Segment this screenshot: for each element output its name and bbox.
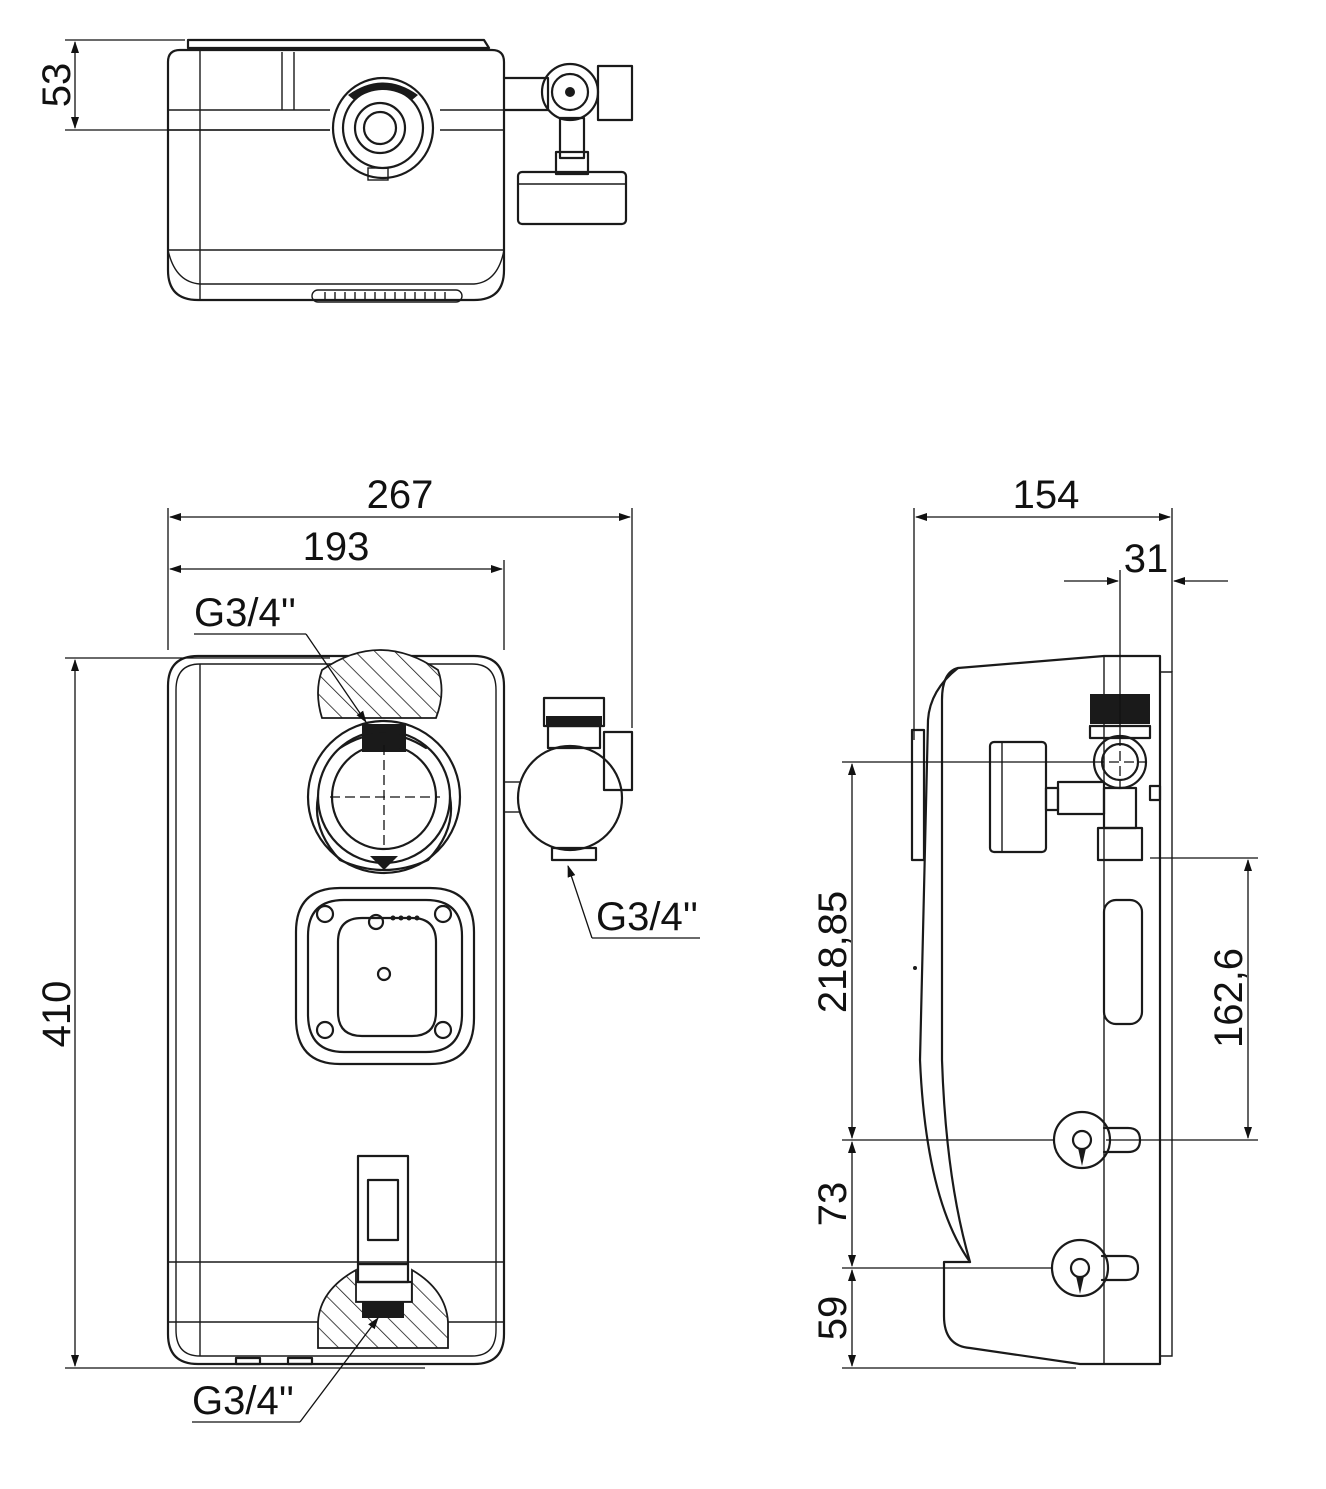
side-valve-front [504,696,634,862]
dim-label-218-85: 218,85 [811,891,855,1013]
thread-label-top: G3/4'' [194,591,296,635]
dim-inlet-height: 218,85 [811,761,1094,1139]
side-view [910,654,1173,1366]
dim-height: 410 [35,657,425,1369]
side-valve [988,694,1162,862]
outlet-connector [352,1154,414,1304]
dim-side-offset: 31 [1064,537,1228,736]
dim-label-154: 154 [1013,473,1080,517]
inlet-cutaway [317,649,443,752]
front-view [166,649,634,1366]
thread-callout-valve: G3/4'' [567,865,700,939]
dim-label-31: 31 [1124,537,1169,581]
side-knob-lower [1050,1238,1140,1298]
dim-knob-spacing: 73 [811,1139,1054,1269]
dim-label-267: 267 [367,473,434,517]
outlet-cutaway [317,1268,449,1349]
control-panel [294,886,476,1066]
top-view [166,38,634,303]
dim-top-height: 53 [35,39,330,131]
dim-overall-width: 267 [167,473,633,728]
dim-label-410: 410 [35,981,79,1048]
top-vent-grille [311,289,463,303]
thread-callout-bottom: G3/4'' [192,1317,379,1423]
thread-callout-top: G3/4'' [194,591,367,723]
dim-knob-bottom: 59 [811,1269,1076,1369]
dim-label-53: 53 [35,63,79,108]
thread-label-bottom: G3/4'' [192,1379,294,1423]
top-side-valve [502,62,634,226]
thread-label-valve: G3/4'' [596,895,698,939]
dim-depth: 154 [913,473,1173,740]
inlet-fitting [306,719,462,875]
top-inlet-fitting [331,76,435,181]
dim-label-73: 73 [811,1182,855,1227]
dim-label-193: 193 [303,525,370,569]
dim-outlet-spacing: 162,6 [1106,857,1258,1141]
dim-body-width: 193 [169,525,505,650]
dim-label-162-6: 162,6 [1207,948,1251,1048]
dim-label-59: 59 [811,1296,855,1341]
